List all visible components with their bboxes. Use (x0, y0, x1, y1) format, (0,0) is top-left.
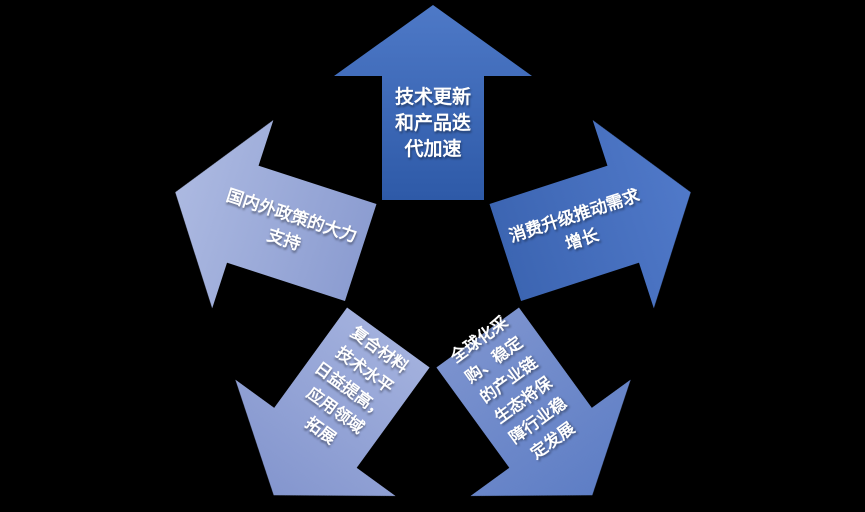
block-arrow-shape (489, 120, 691, 309)
block-arrow-shape (334, 5, 532, 200)
arrow-top-label: 技术更新 和产品迭 代加速 (394, 86, 471, 160)
arrow-upper-left: 国内外政策的大力 支持 (144, 97, 391, 347)
arrow-top: 技术更新 和产品迭 代加速 (333, 5, 533, 200)
arrow-upper-right: 消费升级推动需求 增长 (474, 97, 721, 347)
block-arrow-shape (235, 307, 430, 496)
block-arrow-shape (175, 120, 377, 309)
arrow-lower-right: 全球化采 购、稳定 的产业链 生态将保 障行业稳 定发展 (397, 279, 673, 512)
block-arrow-shape (436, 307, 631, 496)
arrow-lower-left: 复合材料 技术水平 日益提高， 应用领域 拓展 (193, 279, 469, 512)
